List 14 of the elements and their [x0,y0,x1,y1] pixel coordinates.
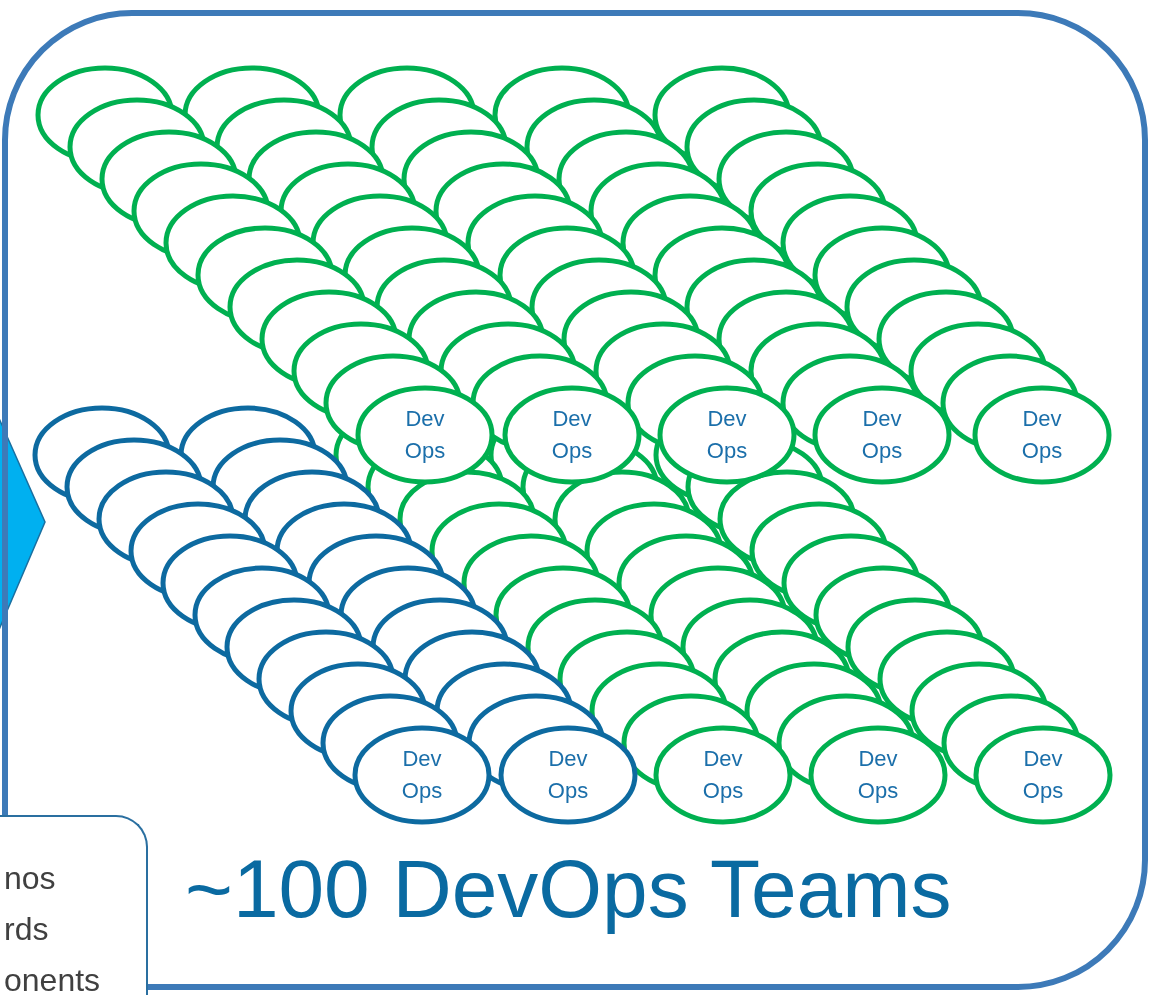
list-item-text: onents [4,961,102,995]
team-label: Dev Ops [705,405,749,465]
list-item-text: rds [4,910,50,949]
team-label: Dev Ops [550,405,594,465]
team-label: Dev Ops [546,745,590,805]
list-item-text: nos [4,859,57,898]
team-label: Dev Ops [860,405,904,465]
container-box [2,10,1148,990]
team-label: Dev Ops [701,745,745,805]
team-label: Dev Ops [403,405,447,465]
team-label: Dev Ops [400,745,444,805]
team-label: Dev Ops [1021,745,1065,805]
team-label: Dev Ops [856,745,900,805]
team-label: Dev Ops [1020,405,1064,465]
